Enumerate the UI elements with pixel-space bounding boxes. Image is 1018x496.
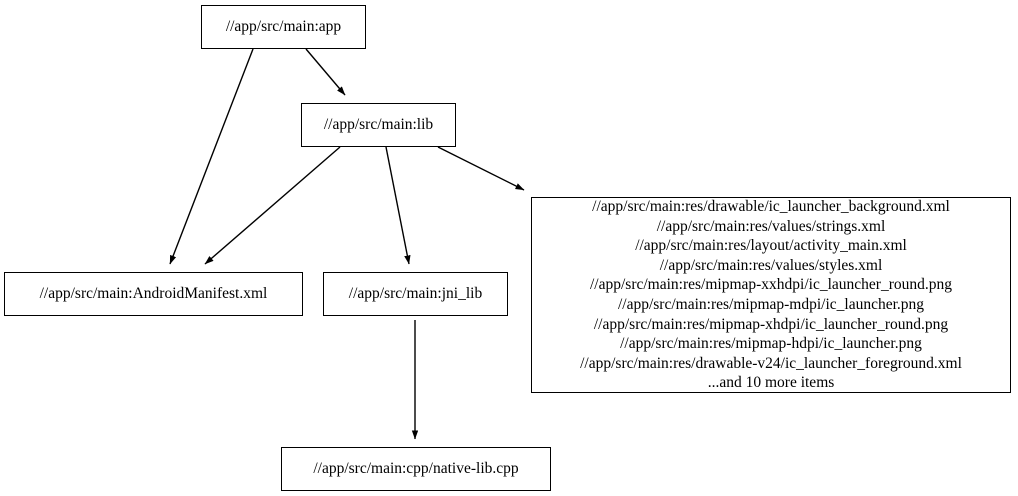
node-android-manifest[interactable]: //app/src/main:AndroidManifest.xml [4,272,303,316]
node-resources-group-label: //app/src/main:res/drawable/ic_launcher_… [580,198,962,392]
edge-lib-to-jni-lib [385,146,411,265]
node-jni-lib[interactable]: //app/src/main:jni_lib [323,272,508,316]
node-jni-lib-label: //app/src/main:jni_lib [348,285,483,303]
node-app-label: //app/src/main:app [225,18,342,36]
edge-lib-to-manifest [204,146,341,265]
node-resources-group[interactable]: //app/src/main:res/drawable/ic_launcher_… [531,197,1011,393]
node-app[interactable]: //app/src/main:app [201,5,366,49]
node-android-manifest-label: //app/src/main:AndroidManifest.xml [39,285,268,303]
node-lib[interactable]: //app/src/main:lib [301,103,456,147]
node-native-lib-cpp[interactable]: //app/src/main:cpp/native-lib.cpp [281,447,551,491]
node-lib-label: //app/src/main:lib [323,116,434,134]
edge-app-to-manifest [169,48,254,265]
edge-lib-to-resources [437,146,525,191]
node-native-lib-cpp-label: //app/src/main:cpp/native-lib.cpp [313,460,519,478]
edge-app-to-lib [305,48,346,96]
